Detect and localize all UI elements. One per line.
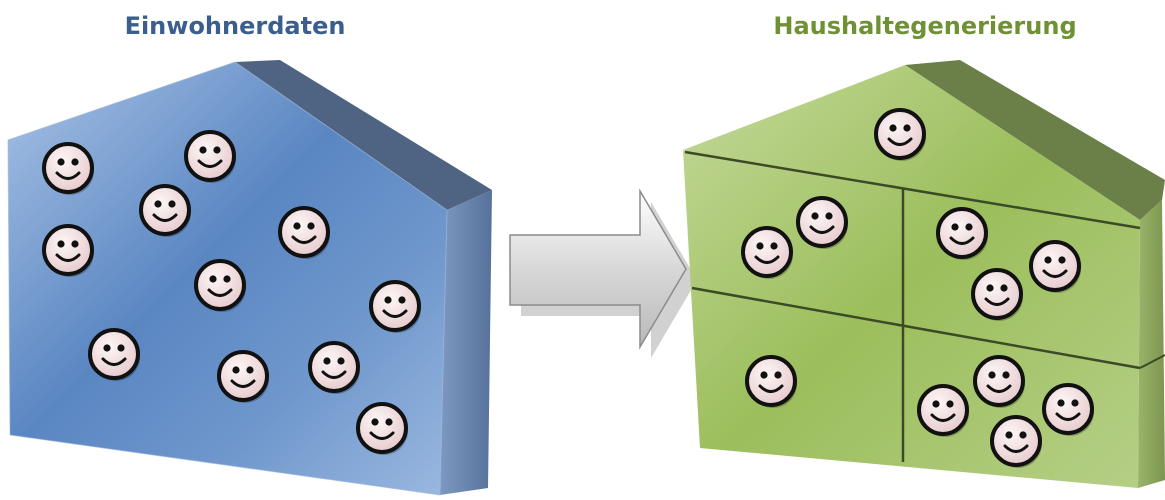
person-smiley-icon xyxy=(42,142,96,197)
person-smiley-icon xyxy=(741,226,795,281)
person-smiley-icon xyxy=(88,328,142,383)
person-smiley-icon xyxy=(745,355,799,410)
person-smiley-icon xyxy=(369,280,423,335)
person-smiley-icon xyxy=(936,207,990,262)
person-smiley-icon xyxy=(971,268,1025,323)
person-smiley-icon xyxy=(874,108,928,163)
household-house xyxy=(683,60,1165,488)
person-smiley-icon xyxy=(1042,383,1096,438)
arrow-right-icon xyxy=(509,188,697,358)
person-smiley-icon xyxy=(917,384,971,439)
person-smiley-icon xyxy=(990,415,1044,470)
person-smiley-icon xyxy=(184,130,238,185)
person-smiley-icon xyxy=(42,224,96,279)
person-smiley-icon xyxy=(278,206,332,261)
person-smiley-icon xyxy=(308,341,362,396)
person-smiley-icon xyxy=(194,259,248,314)
source-label: Einwohnerdaten xyxy=(124,12,346,40)
target-label: Haushaltegenerierung xyxy=(773,12,1077,40)
person-smiley-icon xyxy=(356,402,410,457)
person-smiley-icon xyxy=(139,184,193,239)
person-smiley-icon xyxy=(973,355,1027,410)
person-smiley-icon xyxy=(796,196,850,251)
person-smiley-icon xyxy=(1029,240,1083,295)
population-house xyxy=(7,60,492,496)
person-smiley-icon xyxy=(217,350,271,405)
